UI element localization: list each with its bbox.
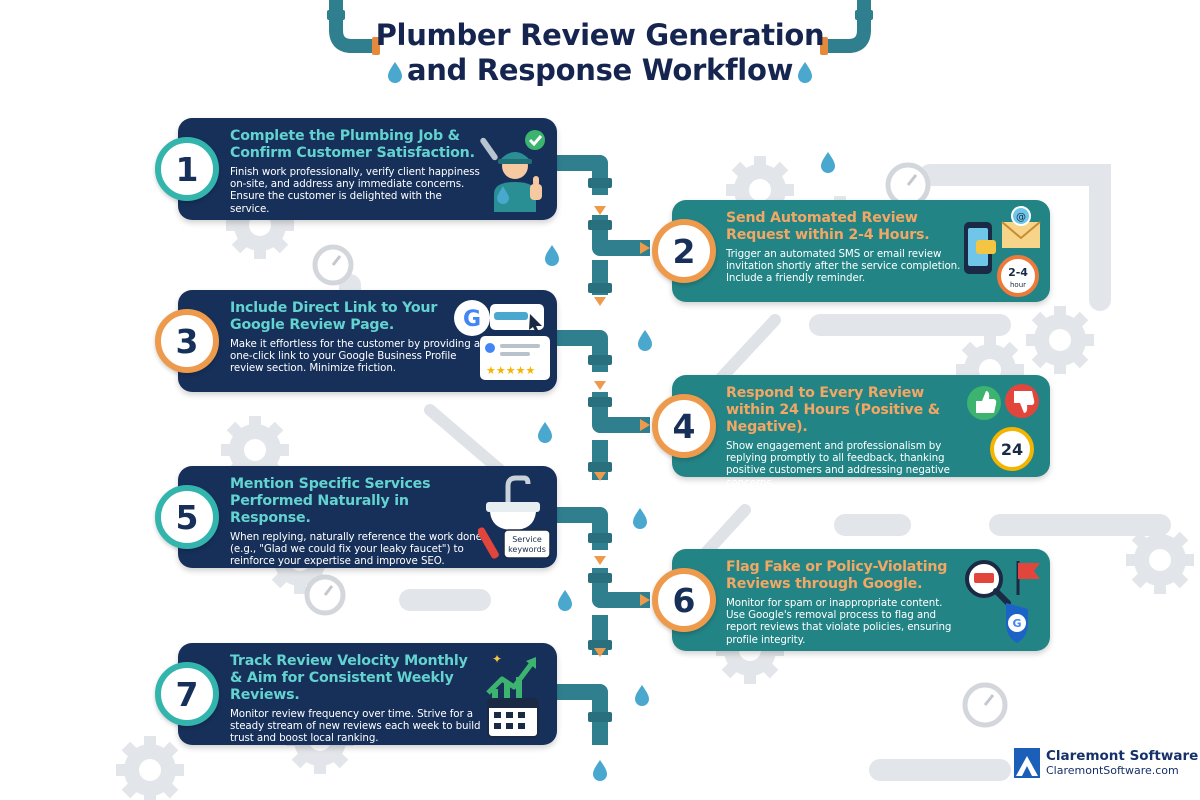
top-pipes	[329, 0, 871, 53]
thumbs-24-hours-icon: 24	[967, 384, 1039, 471]
step-6-title: Flag Fake or Policy-Violating Reviews th…	[726, 559, 948, 592]
google-g-label: G	[463, 307, 481, 332]
keywords-label: keywords	[508, 545, 546, 554]
title-line-2: and Response Workflow	[406, 53, 794, 87]
step-5-title: Mention Specific Services Performed Natu…	[230, 476, 431, 526]
step-4-badge: 4	[652, 394, 716, 458]
shield-g-label: G	[1012, 617, 1021, 630]
step-card-6: Flag Fake or Policy-Violating Reviews th…	[672, 549, 1050, 651]
step-card-5: Mention Specific Services Performed Natu…	[178, 466, 557, 568]
service-label: Service	[512, 535, 542, 544]
central-pipe	[555, 155, 650, 745]
step-1-body: Finish work professionally, verify clien…	[230, 166, 480, 215]
step-2-badge: 2	[652, 219, 716, 283]
svg-text:✦: ✦	[492, 652, 502, 666]
step-card-3: Include Direct Link to Your Google Revie…	[178, 290, 557, 392]
step-card-2: Send Automated Review Request within 2-4…	[672, 200, 1050, 302]
logo-name: Claremont Software	[1046, 748, 1199, 764]
claremont-logo-icon	[1014, 748, 1040, 778]
step-3-badge: 3	[155, 309, 219, 373]
google-review-page-icon: G ★★★★★	[454, 300, 550, 380]
sink-service-keywords-icon: Service keywords	[478, 475, 551, 559]
svg-text:@: @	[1016, 212, 1026, 223]
step-card-1: Complete the Plumbing Job & Confirm Cust…	[178, 118, 557, 220]
step-4-body: Show engagement and professionalism by r…	[726, 440, 950, 489]
step-6-badge: 6	[652, 568, 716, 632]
step-6-body: Monitor for spam or inappropriate conten…	[726, 597, 952, 646]
step-7-body: Monitor review frequency over time. Stri…	[230, 708, 481, 745]
step-3-title: Include Direct Link to Your Google Revie…	[230, 300, 438, 333]
icon-hour-label: hour	[1010, 281, 1026, 289]
step-card-7: Track Review Velocity Monthly & Aim for …	[178, 643, 557, 745]
step-1-badge: 1	[155, 137, 219, 201]
step-4-title: Respond to Every Review within 24 Hours …	[726, 385, 940, 435]
water-drop-icon	[497, 186, 509, 204]
pipe-joints	[588, 178, 612, 722]
step-5-badge: 5	[155, 485, 219, 549]
gauge-icon	[304, 162, 1008, 728]
flow-arrows	[594, 206, 650, 657]
star-rating: ★★★★★	[486, 364, 535, 377]
step-5-body: When replying, naturally reference the w…	[230, 531, 482, 568]
company-logo[interactable]: Claremont Software ClaremontSoftware.com	[1014, 748, 1198, 778]
step-card-4: Respond to Every Review within 24 Hours …	[672, 375, 1050, 489]
step-7-title: Track Review Velocity Monthly & Aim for …	[230, 653, 468, 703]
icon-24-label: 24	[1001, 440, 1023, 459]
step-2-body: Trigger an automated SMS or email review…	[726, 248, 961, 285]
logo-url[interactable]: ClaremontSoftware.com	[1046, 764, 1179, 777]
step-3-body: Make it effortless for the customer by p…	[230, 338, 481, 375]
plumber-thumbs-up-icon	[480, 130, 545, 212]
phone-email-clock-icon: @ 2-4 hour	[964, 206, 1041, 297]
step-7-badge: 7	[155, 662, 219, 726]
step-2-title: Send Automated Review Request within 2-4…	[726, 210, 930, 243]
icon-2-4-label: 2-4	[1008, 266, 1028, 279]
title-line-1: Plumber Review Generation	[375, 18, 825, 52]
step-1-title: Complete the Plumbing Job & Confirm Cust…	[230, 128, 475, 161]
flag-shield-icon: G	[965, 560, 1040, 643]
page-title: Plumber Review Generation and Response W…	[300, 18, 900, 88]
calendar-growth-chart-icon: ✦	[486, 652, 539, 738]
